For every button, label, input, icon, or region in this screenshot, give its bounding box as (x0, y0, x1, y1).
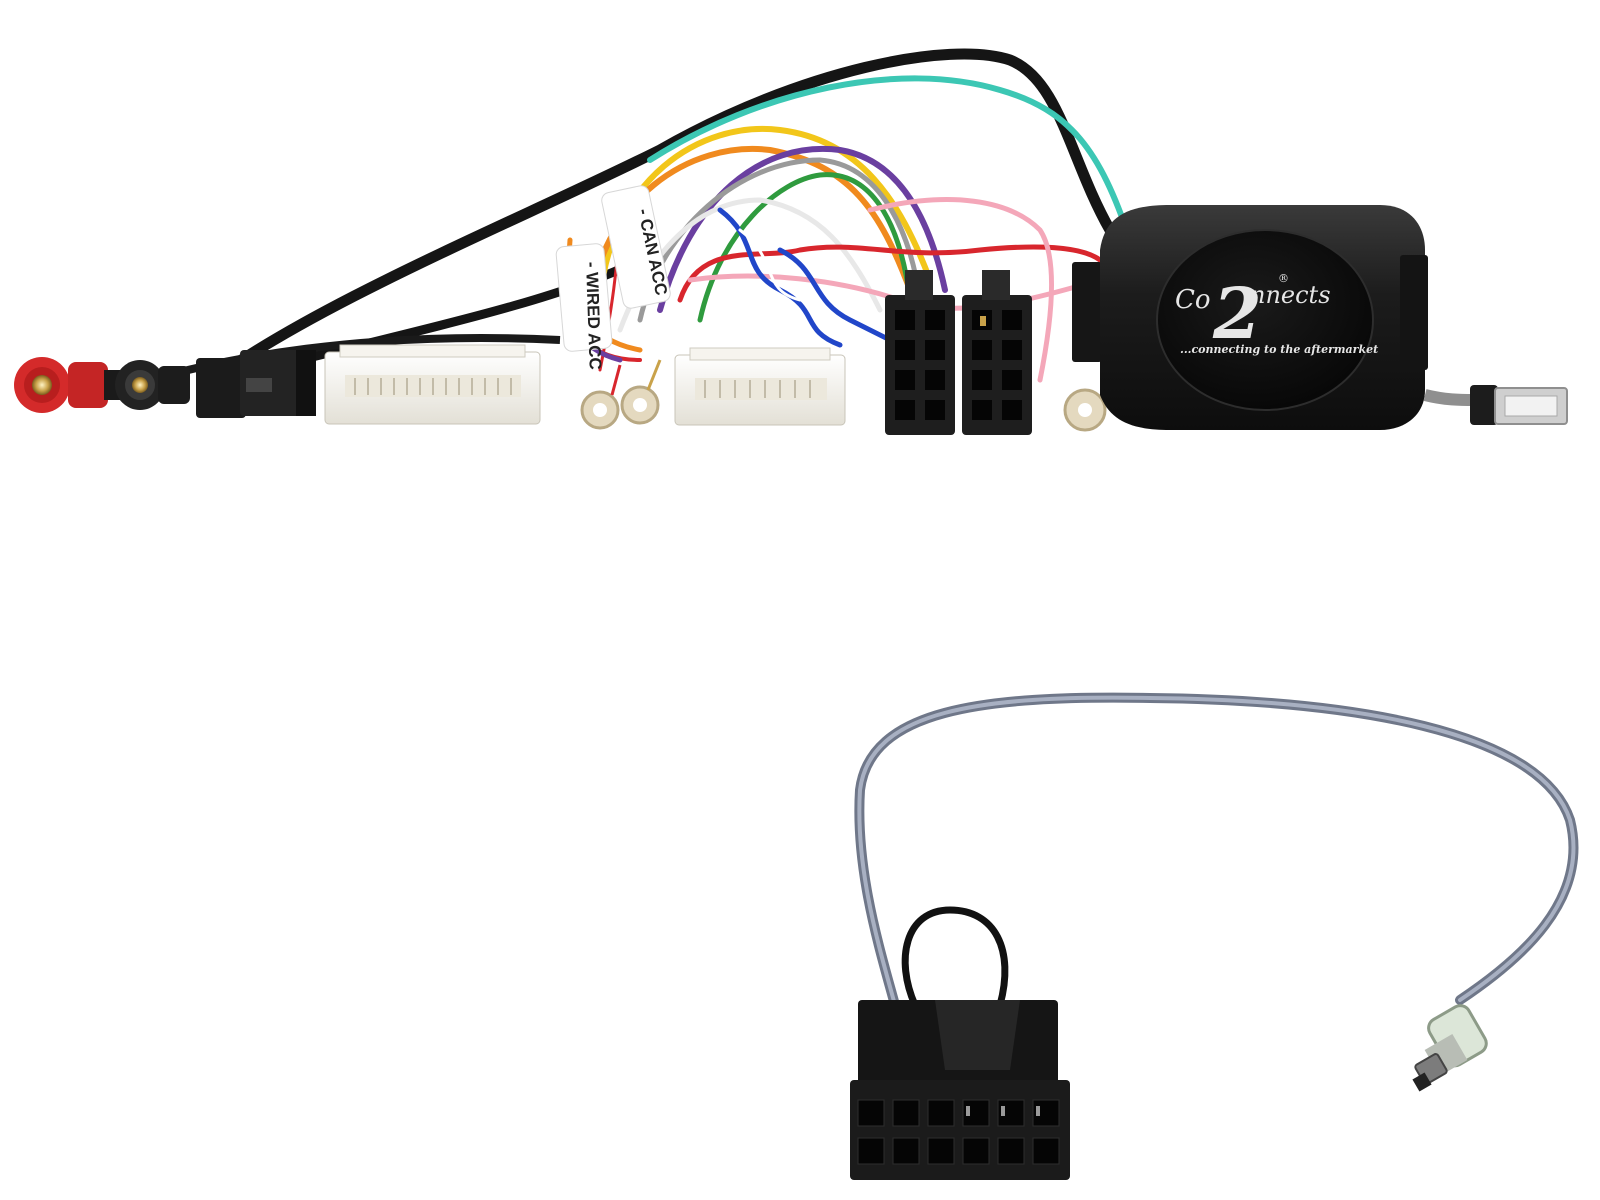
rca-plug-black (115, 360, 190, 410)
vehicle-connector-small (674, 347, 846, 426)
iso-connector-right (962, 270, 1032, 435)
mini-usb-connector (196, 350, 316, 418)
brand-registered: ® (1278, 272, 1289, 285)
teal-wire (647, 75, 1133, 243)
wire-tag-wired-acc: - WIRED ACC (555, 243, 613, 370)
black-jumper-loop (901, 906, 1009, 1009)
main-harness: - CAN ACC - WIRED ACC (14, 48, 1568, 435)
vehicle-connector-large (324, 344, 541, 425)
patch-lead-cable (854, 692, 1579, 1010)
wire-tag-can-acc: - CAN ACC (601, 185, 671, 309)
usb-plug (1423, 385, 1568, 425)
brand-tagline: ...connecting to the aftermarket (1180, 343, 1378, 356)
iso-connector-left (885, 270, 955, 435)
wired-acc-label: - WIRED ACC (582, 261, 605, 370)
patch-lead (850, 692, 1579, 1180)
radio-plug-12pin (850, 1000, 1070, 1180)
rca-plug-red (14, 357, 126, 413)
brand-numeral: 2 (1212, 272, 1262, 355)
brand-word-start: Co (1175, 285, 1211, 315)
ring-terminals-left (580, 359, 662, 430)
brand-word-end: nnects (1250, 281, 1331, 309)
interface-box: Co 2 nnects ® ...connecting to the after… (1072, 205, 1428, 430)
pin-connector (1412, 1004, 1488, 1092)
black-loop-cable (199, 48, 1116, 391)
